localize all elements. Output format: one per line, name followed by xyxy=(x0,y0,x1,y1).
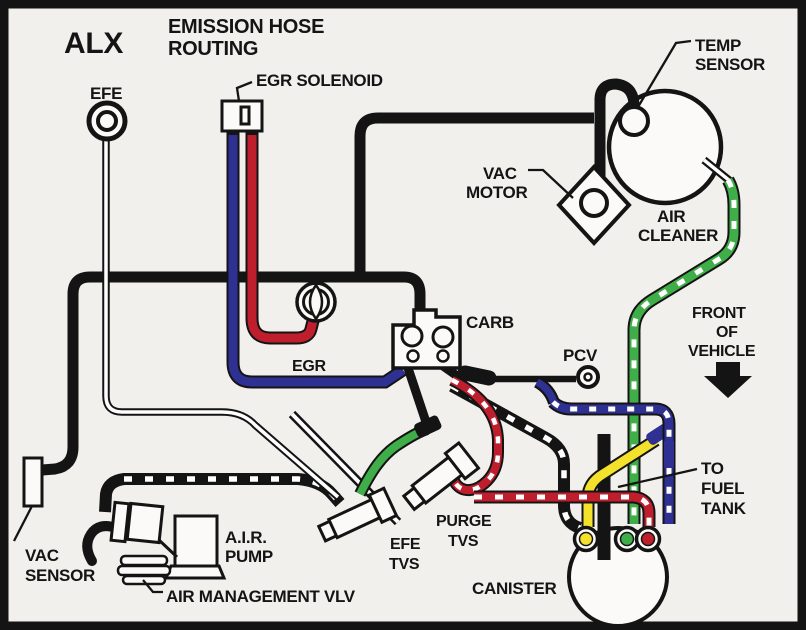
hose-black-vac-sensor-hook xyxy=(82,521,121,566)
temp-sensor-pointer xyxy=(637,39,692,108)
efe-tvs-label-1: EFE xyxy=(390,536,421,553)
efe-line xyxy=(104,140,340,499)
hose-blue-stripes xyxy=(551,400,672,524)
green-hose-fitting xyxy=(414,415,442,438)
hose-blue-solenoid-to-carb xyxy=(228,132,406,387)
hose-black-top-run xyxy=(354,112,594,277)
title-line2: ROUTING xyxy=(168,38,258,60)
hose-black-temp-sensor-loop xyxy=(594,78,640,205)
canister-port-yellow xyxy=(578,531,594,547)
vac-sensor-label-1: VAC xyxy=(25,546,59,565)
air-mgmt-valve-stem xyxy=(109,500,131,544)
air-cleaner-stub xyxy=(702,158,732,183)
hose-carb-to-canister-outline xyxy=(449,380,583,534)
purge-tvs-label-1: PURGE xyxy=(436,513,492,530)
hose-black-carb-to-green-fitting xyxy=(403,363,433,433)
air-pump-label-2: PUMP xyxy=(225,547,273,566)
to-fuel-tank-label-1: TO xyxy=(701,459,724,478)
air-pump-label-1: A.I.R. xyxy=(225,528,267,547)
efe-tvs-label-2: TVS xyxy=(389,556,420,573)
air-pump-base xyxy=(163,564,227,580)
egr-solenoid-label: EGR SOLENOID xyxy=(256,71,383,90)
air-mgmt-valve-plate2 xyxy=(116,564,172,577)
temp-sensor-label-2: SENSOR xyxy=(695,55,765,74)
canister-port-red xyxy=(640,531,656,547)
hose-red-solenoid-to-egr xyxy=(247,132,318,343)
egr-solenoid-slot xyxy=(239,105,251,126)
temp-sensor-body xyxy=(618,105,650,137)
air-mgmt-valve-plate1 xyxy=(119,554,169,567)
hose-red-striped2-stripes xyxy=(474,494,652,527)
to-fuel-tank-pointer xyxy=(617,467,698,489)
efe-tvs-cap xyxy=(367,486,399,525)
air-mgmt-label: AIR MANAGEMENT VLV xyxy=(166,587,356,606)
carb-port-left xyxy=(406,349,420,363)
egr-label: EGR xyxy=(292,358,327,375)
air-pump-body xyxy=(173,514,219,568)
front-of-vehicle-arrow-icon xyxy=(704,362,752,398)
carb-bore-right xyxy=(431,325,455,349)
hose-green-air-cleaner-to-canister xyxy=(629,177,739,524)
front-label-1: FRONT xyxy=(692,305,746,322)
vac-motor-label-2: MOTOR xyxy=(466,183,527,202)
air-cleaner-label-2: CLEANER xyxy=(638,226,718,245)
pcv-grommet-inner xyxy=(583,372,593,382)
efe-grommet-inner xyxy=(96,110,118,132)
to-fuel-tank-label-2: FUEL xyxy=(701,479,744,498)
egr-valve-poppet xyxy=(308,282,324,322)
vac-sensor-label-2: SENSOR xyxy=(25,566,95,585)
air-cleaner-label-1: AIR xyxy=(657,207,685,226)
purge-tvs-cap xyxy=(443,440,481,481)
front-label-3: VEHICLE xyxy=(688,343,756,360)
blue-elbow xyxy=(535,378,558,405)
carb-port-right xyxy=(436,349,450,363)
canister-label: CANISTER xyxy=(472,579,557,598)
temp-sensor-label-1: TEMP xyxy=(695,36,741,55)
hose-black-to-vac-sensor xyxy=(41,271,364,476)
purge-tvs xyxy=(401,440,481,512)
model-code-label: ALX xyxy=(64,27,123,60)
carb-bore-left xyxy=(400,324,424,348)
canister-port-green xyxy=(619,531,635,547)
purge-tvs-label-2: TVS xyxy=(448,533,479,550)
vac-motor-body xyxy=(579,188,609,218)
vac-motor-pointer xyxy=(528,168,574,199)
pcv-label: PCV xyxy=(563,346,598,365)
pcv-fitting xyxy=(457,365,497,386)
front-label-2: OF xyxy=(716,324,738,341)
egr-solenoid-pointer xyxy=(235,80,253,102)
title-line1: EMISSION HOSE xyxy=(168,16,324,38)
vac-sensor-pointer xyxy=(12,505,34,542)
air-mgmt-valve-link xyxy=(157,538,179,559)
air-mgmt-pointer xyxy=(142,579,163,594)
hose-black-to-carb xyxy=(352,271,426,313)
vac-motor-label-1: VAC xyxy=(483,164,517,183)
air-mgmt-valve-body xyxy=(125,501,165,545)
canister-body xyxy=(567,526,669,628)
efe-label: EFE xyxy=(90,84,122,103)
carb-label: CARB xyxy=(466,313,514,332)
vac-sensor-body xyxy=(22,456,44,508)
to-fuel-tank-label-3: TANK xyxy=(701,499,747,518)
efe-tvs xyxy=(316,486,399,543)
